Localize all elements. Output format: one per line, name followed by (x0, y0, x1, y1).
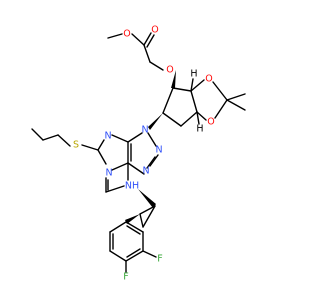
bond-C-NH (105, 185, 125, 193)
molecule-structure: O O O O O H H N N N N N NH S F F (31, 25, 246, 283)
bond-core-6 (111, 134, 129, 143)
bond-C=O-b (146, 34, 155, 48)
atom-F-para: F (123, 272, 128, 283)
bond-methyl-a (226, 93, 246, 101)
bond-methyl-b (226, 99, 246, 111)
bond-core-8 (97, 149, 107, 165)
atom-label-layer: O O O O O H H N N N N N NH S F F (73, 25, 215, 283)
atom-N-triazole-3: N (142, 166, 149, 177)
bond-ar-1 (109, 221, 127, 233)
bond-CH2-O (149, 61, 164, 71)
atom-O-ether: O (166, 65, 173, 76)
wedge-cp-N (138, 189, 156, 208)
atom-N-triazole-1: N (141, 125, 148, 136)
atom-S-thioether: S (73, 140, 79, 151)
bond-cp-3 (180, 111, 198, 127)
wedge-N (148, 113, 163, 130)
bond-diox-1 (190, 79, 205, 92)
atom-O-dioxolane-upper: O (205, 74, 212, 85)
bond-diox-4 (196, 111, 207, 121)
bond-diox-3 (214, 99, 228, 119)
bond-cyclopropyl-1 (139, 205, 156, 215)
bond-cp-2 (190, 90, 198, 113)
bond-ar-4b (126, 248, 141, 258)
bond-core-5 (149, 154, 159, 167)
bond-layer (31, 32, 246, 273)
atom-O-dioxolane-lower: O (207, 117, 214, 128)
atom-N-pyrimidine-bottom: N (105, 168, 112, 179)
atom-O-methoxy: O (123, 29, 130, 40)
bond-diox-2 (212, 81, 228, 101)
bond-core-3 (127, 162, 145, 175)
bond-cp-4 (162, 112, 182, 127)
atom-F-meta: F (157, 254, 162, 265)
bond-C=O-a (143, 32, 152, 46)
atom-NH-amine: NH (125, 181, 139, 192)
bond-ar-6 (125, 221, 144, 233)
wedge-ether (171, 70, 176, 88)
bond-C-F-meta (142, 250, 157, 258)
atom-H-upper: H (190, 69, 197, 80)
atom-N-pyrimidine-left: N (104, 131, 111, 142)
bond-core-5b (146, 156, 156, 169)
bond-carbonylC-CH2 (143, 44, 151, 63)
bond-cp-1 (172, 87, 192, 92)
bond-S-CH2 (57, 134, 71, 147)
bond-propyl-1 (42, 134, 59, 141)
bond-C-S (81, 144, 99, 151)
bond-propyl-2 (31, 128, 44, 141)
bond-ar-6b (126, 225, 141, 235)
bond-cyclopropyl-3 (142, 205, 156, 228)
bond-H-lower (196, 111, 200, 125)
bond-ar-3 (109, 250, 127, 262)
atom-O-carbonyl: O (151, 25, 158, 36)
bond-core-1 (127, 132, 143, 143)
bond-cyclopropyl-2 (139, 213, 144, 228)
bond-core-7 (97, 139, 105, 151)
bond-H-upper (190, 78, 194, 92)
bond-O-carbonylC (131, 33, 145, 46)
bond-core-4 (147, 132, 157, 147)
bond-ar-4 (125, 250, 144, 262)
atom-H-lower: H (196, 124, 203, 135)
bond-core-9 (111, 162, 129, 171)
bond-methyl-O (107, 33, 123, 39)
atom-N-triazole-2: N (155, 145, 162, 156)
bond-cp-5 (162, 87, 174, 114)
wedge-cp-Ar (125, 214, 140, 224)
